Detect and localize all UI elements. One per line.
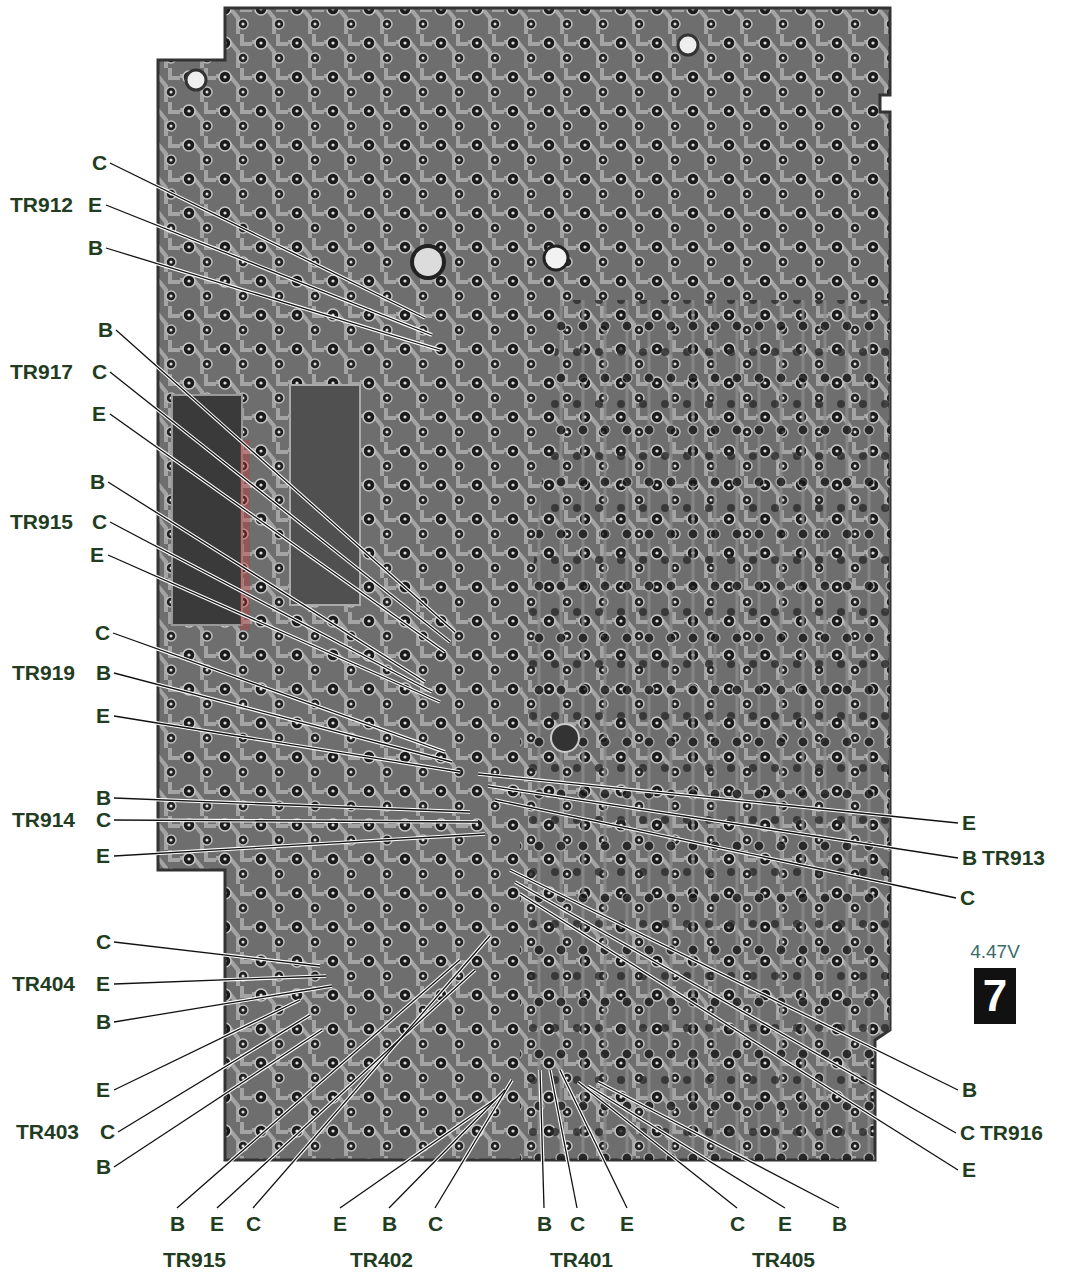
pin-label: E — [88, 192, 102, 218]
pin-label: E — [962, 810, 976, 836]
pin-label: B — [962, 845, 977, 871]
transistor-label: TR401 — [550, 1247, 613, 1273]
pin-label: B — [962, 1077, 977, 1103]
test-point-marker: 4.47V 7 — [955, 940, 1035, 1024]
transistor-label: TR403 — [16, 1119, 79, 1145]
transistor-label: TR912 — [10, 192, 73, 218]
pin-label: B — [88, 235, 103, 261]
pin-label: E — [96, 843, 110, 869]
pin-label: E — [96, 703, 110, 729]
transistor-label: TR919 — [12, 660, 75, 686]
pin-label: C — [92, 359, 107, 385]
transistor-label: TR405 — [752, 1247, 815, 1273]
transistor-label: TR917 — [10, 359, 73, 385]
pin-label: C — [246, 1211, 261, 1237]
pin-label: B — [96, 785, 111, 811]
transistor-label: TR914 — [12, 807, 75, 833]
pin-label: E — [778, 1211, 792, 1237]
pin-label: B — [170, 1211, 185, 1237]
transistor-label: TR915 — [10, 509, 73, 535]
pin-label: C — [100, 1119, 115, 1145]
pin-label: E — [92, 401, 106, 427]
pin-label: E — [210, 1211, 224, 1237]
pin-label: B — [98, 317, 113, 343]
callout-number: 7 — [974, 968, 1016, 1024]
pin-label: B — [96, 1154, 111, 1180]
pin-label: C — [960, 885, 975, 911]
pin-label: E — [96, 1077, 110, 1103]
transistor-label: TR913 — [982, 845, 1045, 871]
pin-label: E — [96, 971, 110, 997]
voltage-label: 4.47V — [955, 940, 1035, 964]
transistor-label: TR916 — [980, 1120, 1043, 1146]
transistor-label: TR402 — [350, 1247, 413, 1273]
pin-label: B — [382, 1211, 397, 1237]
pin-label: B — [96, 660, 111, 686]
pin-label: B — [537, 1211, 552, 1237]
pin-label: E — [90, 542, 104, 568]
transistor-label: TR915 — [163, 1247, 226, 1273]
pin-label: B — [90, 469, 105, 495]
transistor-label: TR404 — [12, 971, 75, 997]
pin-label: E — [620, 1211, 634, 1237]
pin-label: C — [96, 929, 111, 955]
pin-label: C — [92, 150, 107, 176]
pin-label: B — [96, 1009, 111, 1035]
pin-label: C — [95, 620, 110, 646]
pin-label: E — [962, 1157, 976, 1183]
pin-label: C — [96, 807, 111, 833]
pin-label: C — [570, 1211, 585, 1237]
pin-label: B — [832, 1211, 847, 1237]
pin-label: C — [960, 1120, 975, 1146]
pin-label: C — [730, 1211, 745, 1237]
pin-label: E — [333, 1211, 347, 1237]
pin-label: C — [428, 1211, 443, 1237]
pin-label: C — [92, 509, 107, 535]
